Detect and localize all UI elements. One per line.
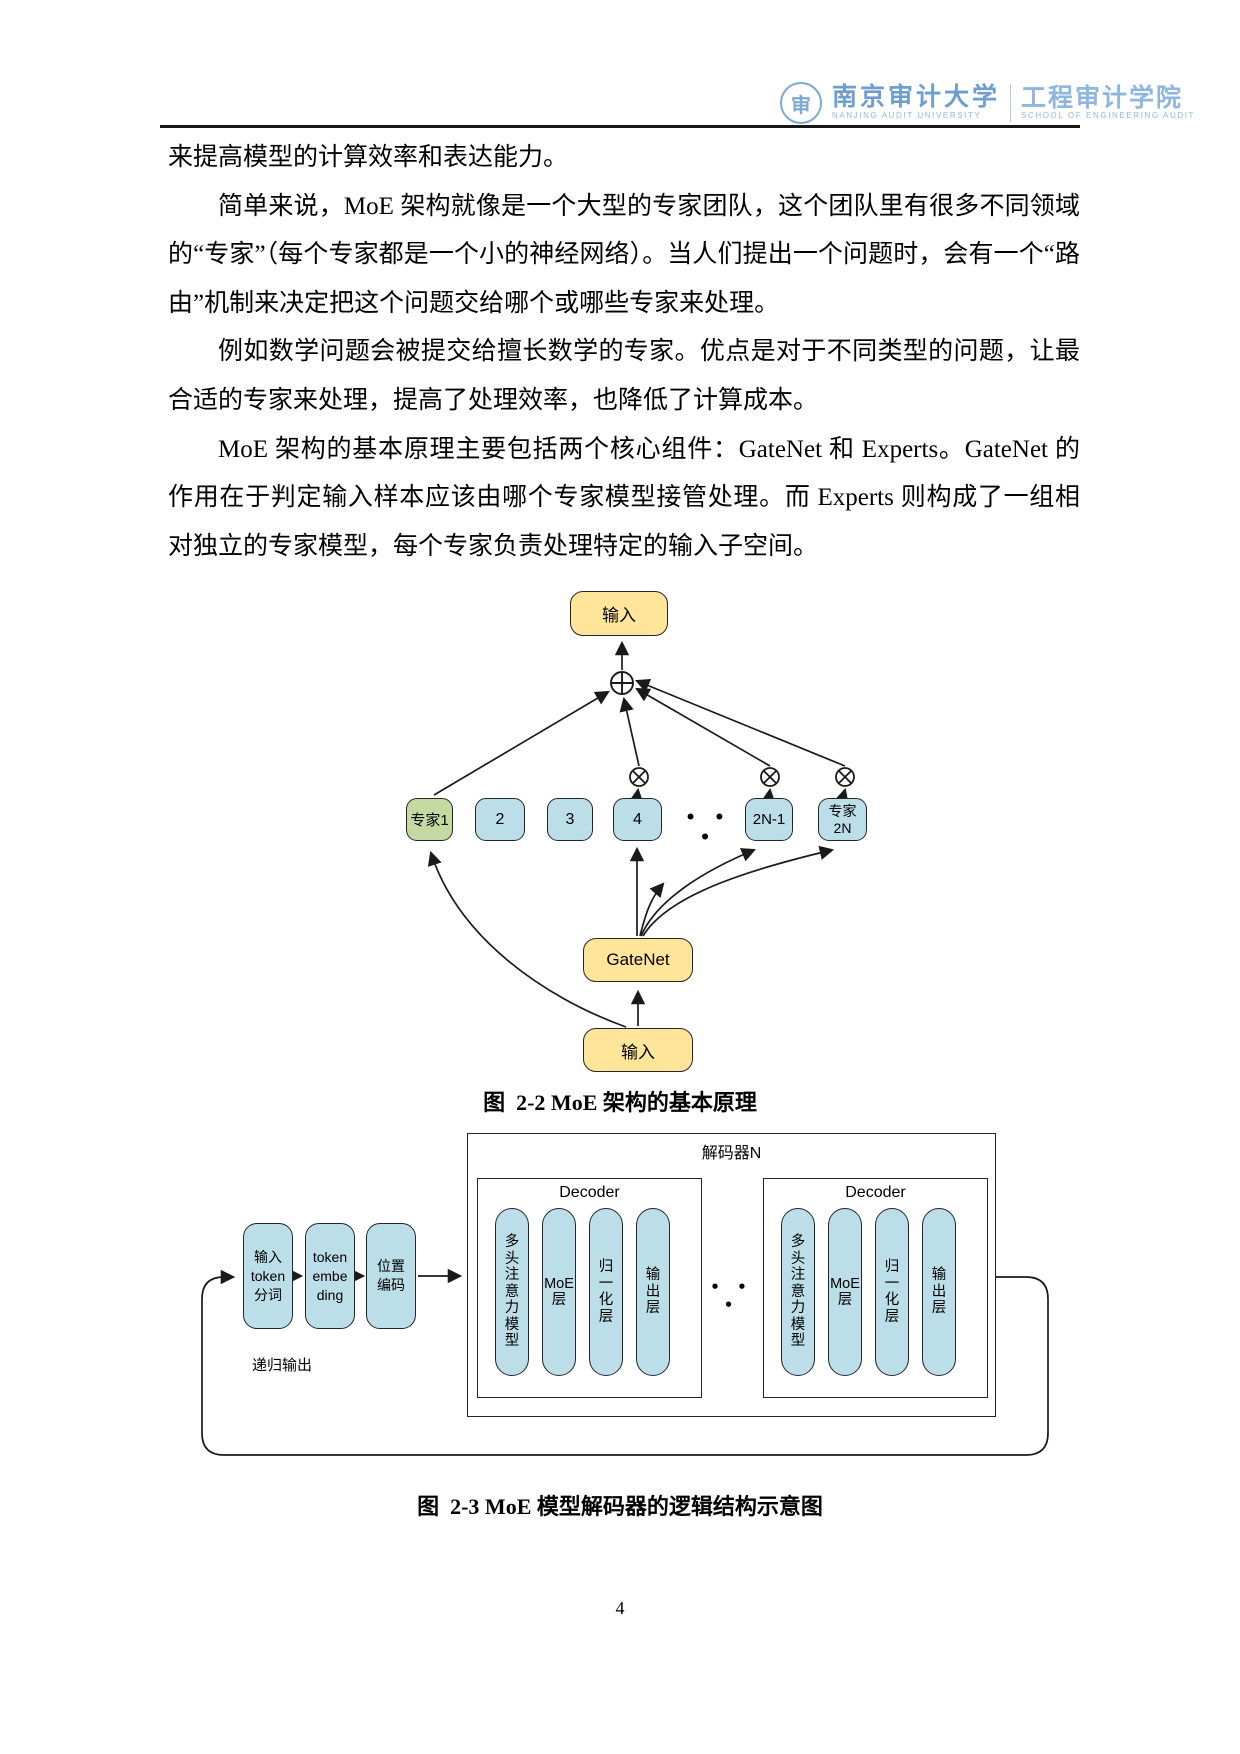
university-name-en: NANJING AUDIT UNIVERSITY: [832, 111, 982, 120]
paragraph: MoE 架构的基本原理主要包括两个核心组件：GateNet 和 Experts。…: [168, 435, 1080, 560]
fig23-d1-norm-pill: 归 一 化 层: [589, 1208, 623, 1376]
header: 审 南京审计大学 NANJING AUDIT UNIVERSITY 工程审计学院…: [780, 80, 1195, 126]
paragraph: 例如数学问题会被提交给擅长数学的专家。优点是对于不同类型的问题，让最合适的专家来…: [168, 338, 1080, 414]
fig22-caption: 图 2-2 MoE 架构的基本原理: [483, 1090, 757, 1115]
fig23-d1-attention-pill: 多 头 注 意 力 模 型: [495, 1208, 529, 1376]
fig23-ellipsis: • • •: [710, 1278, 753, 1314]
school-name-en: SCHOOL OF ENGINEERING AUDIT: [1021, 111, 1196, 120]
fig23-decoder-2-label: Decoder: [845, 1184, 906, 1201]
fig22-expert-2-box: 2: [475, 798, 525, 841]
fig23-position-encoding-box: 位置 编码: [366, 1223, 416, 1329]
fig23-d1-output-pill: 输 出 层: [636, 1208, 670, 1376]
fig22-expert-3-box: 3: [547, 798, 593, 841]
fig22-expert-4-box: 4: [613, 798, 662, 841]
header-rule: [160, 125, 1080, 128]
multiply-node-icon: [629, 767, 855, 787]
fig23-input-token-box: 输入 token 分词: [243, 1223, 293, 1329]
fig23-recursive-output-label: 递归输出: [252, 1357, 313, 1374]
university-name-cn: 南京审计大学: [832, 84, 1001, 111]
page-number: 4: [615, 1598, 625, 1618]
fig23-token-embedding-box: token embe ding: [305, 1223, 355, 1329]
fig23-decoder-1-label: Decoder: [559, 1184, 620, 1201]
school-name-cn: 工程审计学院: [1021, 84, 1184, 112]
paragraph: 来提高模型的计算效率和表达能力。: [168, 144, 569, 171]
fig23-caption: 图 2-3 MoE 模型解码器的逻辑结构示意图: [417, 1494, 823, 1519]
body-text: 来提高模型的计算效率和表达能力。 简单来说，MoE 架构就像是一个大型的专家团队…: [168, 134, 1080, 571]
paragraph: 简单来说，MoE 架构就像是一个大型的专家团队，这个团队里有很多不同领域的“专家…: [168, 192, 1080, 317]
fig22-ellipsis: • • •: [685, 808, 731, 848]
sum-node-icon: [610, 671, 634, 695]
header-divider: [1010, 84, 1012, 122]
fig22-expert-2n-1-box: 2N-1: [745, 798, 793, 841]
fig23-d2-attention-pill: 多 头 注 意 力 模 型: [781, 1208, 815, 1376]
fig22-input-top-box: 输入: [570, 591, 668, 636]
fig22-expert-1-box: 专家1: [406, 798, 453, 841]
fig23-decoder-n-label: 解码器N: [701, 1145, 762, 1162]
fig23-d2-moe-pill: MoE 层: [828, 1208, 862, 1376]
school-name-block: 工程审计学院 SCHOOL OF ENGINEERING AUDIT: [1021, 85, 1195, 121]
university-seal-icon: 审: [780, 82, 822, 124]
fig23-d2-output-pill: 输 出 层: [922, 1208, 956, 1376]
fig22-input-bottom-box: 输入: [583, 1028, 693, 1072]
fig23-d1-moe-pill: MoE 层: [542, 1208, 576, 1376]
fig23-d2-norm-pill: 归 一 化 层: [875, 1208, 909, 1376]
fig22-gatenet-box: GateNet: [583, 938, 693, 982]
fig22-expert-2n-box: 专家 2N: [818, 798, 867, 841]
university-name-block: 南京审计大学 NANJING AUDIT UNIVERSITY: [832, 85, 1000, 121]
